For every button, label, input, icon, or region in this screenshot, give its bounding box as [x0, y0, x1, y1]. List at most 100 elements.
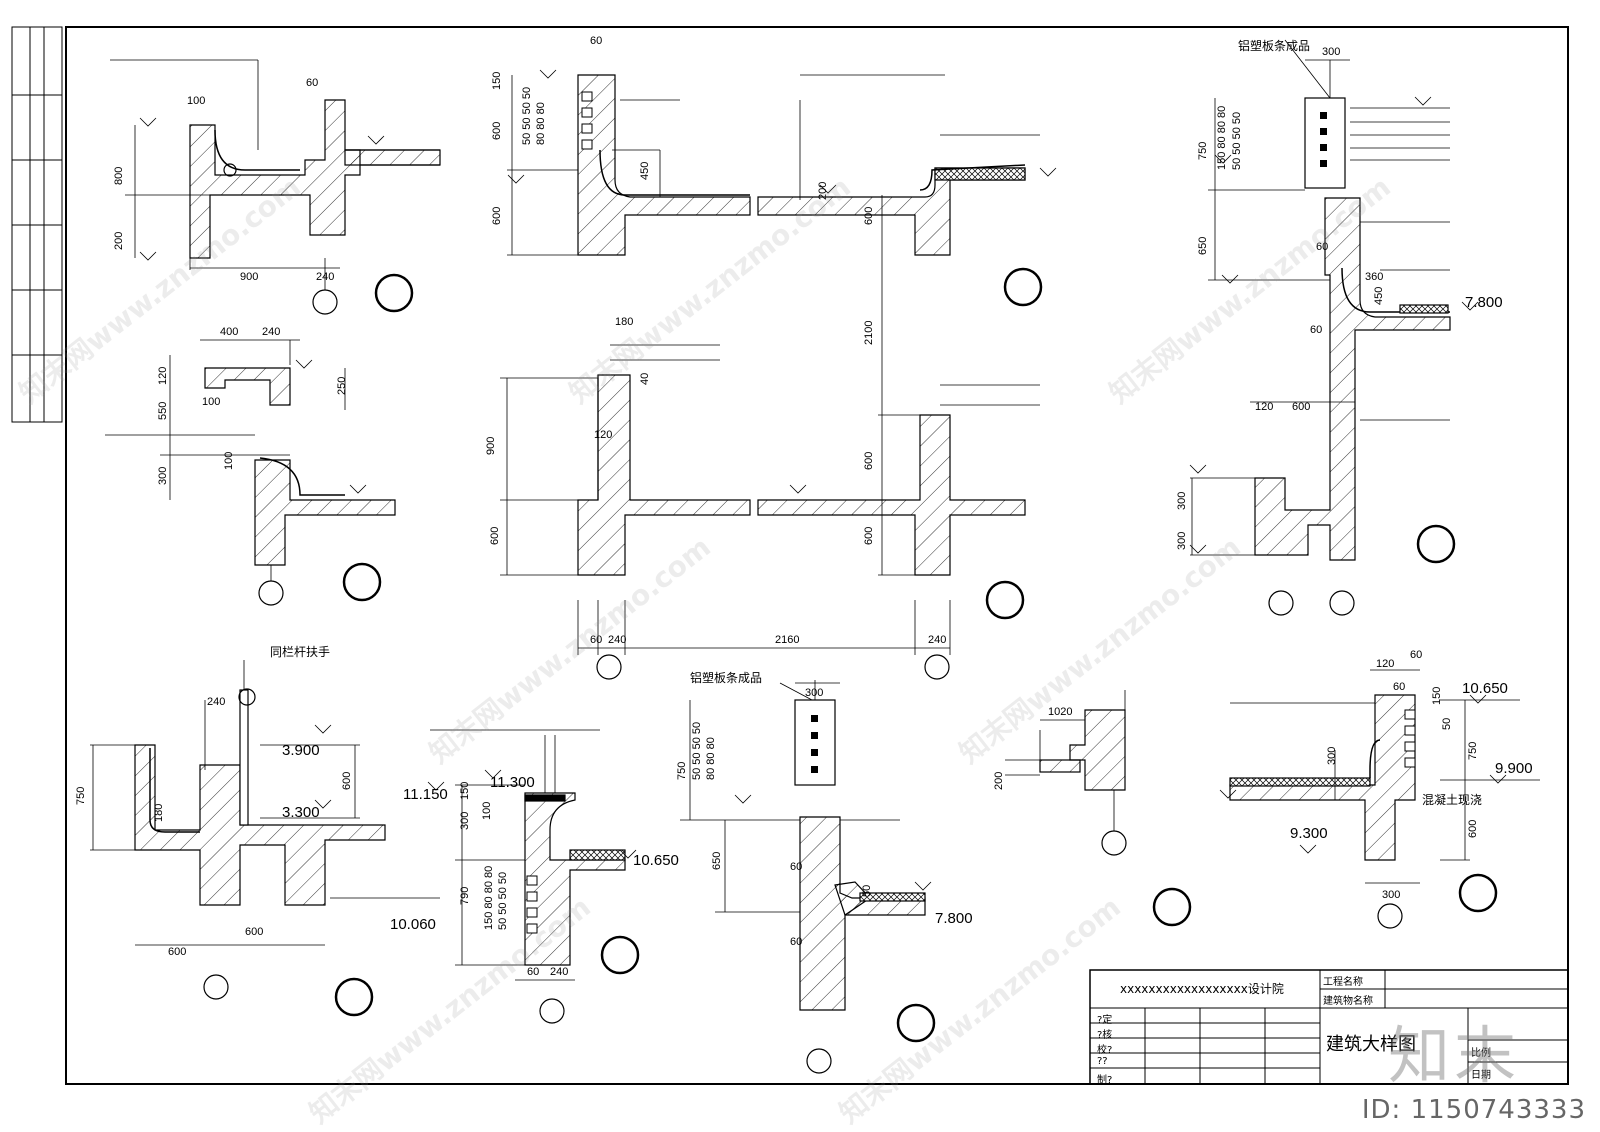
dim: 1020 — [1048, 706, 1072, 718]
dim: 60 — [1316, 241, 1328, 253]
dim: 300 — [1326, 747, 1338, 765]
dim: 650 — [711, 852, 723, 870]
dim: 600 — [491, 122, 503, 140]
dim: 200 — [993, 772, 1005, 790]
dim: 120 — [1255, 401, 1273, 413]
dim: 50 50 50 50 — [1231, 112, 1243, 170]
project-name-label: 工程名称 — [1323, 977, 1363, 988]
elevation-label: 10.650 — [1462, 680, 1508, 697]
dim: 60 — [1310, 324, 1322, 336]
dim: 600 — [168, 946, 186, 958]
dim: 750 — [676, 762, 688, 780]
dim: 450 — [639, 162, 651, 180]
dim: 650 — [1197, 237, 1209, 255]
detail-6 — [427, 729, 640, 1024]
detail-5-dims: 240 750 600 600 600 180 — [75, 696, 353, 958]
dim: 750 — [75, 787, 87, 805]
dim: 50 50 50 50 — [497, 872, 509, 930]
dim: 150 80 80 80 — [1216, 106, 1228, 170]
detail-6-dims: 150 100 300 790 150 80 80 80 50 50 50 50… — [459, 782, 568, 978]
dim: 60 — [1410, 649, 1422, 661]
detail-4-dims: 300 150 80 80 80 50 50 50 50 750 650 60 … — [1176, 46, 1385, 550]
dim: 600 — [491, 207, 503, 225]
dim: 750 — [1467, 742, 1479, 760]
detail-7 — [680, 680, 936, 1074]
concrete-note: 混凝土现浇 — [1422, 792, 1482, 807]
dim: 50 50 50 50 — [691, 722, 703, 780]
elevation-label: 11.150 — [403, 786, 448, 803]
approver-label: ?定 — [1097, 1015, 1113, 1026]
dim: 50 50 50 50 — [521, 87, 533, 145]
detail-1 — [110, 59, 441, 315]
dim: 300 — [1176, 492, 1188, 510]
dim: 900 — [485, 437, 497, 455]
dim: 2100 — [863, 321, 875, 345]
elevation-label: 10.060 — [390, 916, 436, 933]
detail-2-dims: 400 240 120 550 250 100 300 100 — [157, 326, 348, 485]
sheet-border — [65, 26, 1569, 1085]
drawing-title: 建筑大样图 — [1326, 1034, 1416, 1055]
detail-2 — [105, 339, 396, 606]
dim: 600 — [341, 772, 353, 790]
elevation-label: 7.800 — [1465, 294, 1503, 311]
dim: 80 80 80 — [535, 102, 547, 145]
dim: 150 80 80 80 — [483, 866, 495, 930]
elevation-label: 9.900 — [1495, 760, 1533, 777]
dim: 240 — [608, 634, 626, 646]
dim: 240 — [928, 634, 946, 646]
dim: 450 — [1373, 287, 1385, 305]
dim: 150 — [491, 72, 503, 90]
elevation-label: 3.900 — [282, 742, 320, 759]
dim: 800 — [113, 167, 125, 185]
dim: 360 — [1365, 271, 1383, 283]
dim: 300 — [1176, 532, 1188, 550]
checker-label: ?核 — [1097, 1030, 1113, 1041]
dim: 200 — [817, 182, 829, 200]
dim: 250 — [336, 377, 348, 395]
dim: 100 — [187, 95, 205, 107]
dim: 150 — [459, 782, 471, 800]
drafter-label: 制? — [1097, 1075, 1113, 1086]
dim: 600 — [863, 452, 875, 470]
dim: 600 — [863, 207, 875, 225]
elevation-label: 10.650 — [633, 852, 679, 869]
dim: 900 — [240, 271, 258, 283]
dim: 60 — [590, 634, 602, 646]
designer-label: ?? — [1097, 1056, 1108, 1067]
elevation-label: 11.300 — [490, 774, 535, 791]
dim: 400 — [220, 326, 238, 338]
dim: 60 — [790, 936, 802, 948]
dim: 300 — [157, 467, 169, 485]
dim: 600 — [245, 926, 263, 938]
elevation-label: 7.800 — [935, 910, 973, 927]
dim: 40 — [639, 373, 651, 385]
dim: 100 — [202, 396, 220, 408]
dim: 60 — [527, 966, 539, 978]
detail-9 — [1219, 669, 1540, 929]
dim: 50 — [1441, 718, 1453, 730]
dim: 600 — [863, 527, 875, 545]
detail-8-dims: 1020 200 — [993, 706, 1072, 790]
dim: 240 — [262, 326, 280, 338]
date-label: 日期 — [1471, 1070, 1491, 1081]
dim: 550 — [157, 402, 169, 420]
reviewer-label: 校? — [1097, 1045, 1113, 1056]
dim: 120 — [1376, 658, 1394, 670]
dim: 60 — [790, 861, 802, 873]
dim: 300 — [1382, 889, 1400, 901]
dim: 50 — [861, 885, 873, 897]
dim: 2160 — [775, 634, 799, 646]
dim: 790 — [459, 887, 471, 905]
building-name-label: 建筑物名称 — [1323, 996, 1373, 1007]
id-tag: ID: 1150743333 — [1361, 1095, 1586, 1125]
elevation-label: 9.300 — [1290, 825, 1328, 842]
dim: 100 — [481, 802, 493, 820]
dim: 80 80 80 — [705, 737, 717, 780]
institute-name: xxxxxxxxxxxxxxxxxx设计院 — [1120, 982, 1284, 996]
detail-5 — [90, 660, 440, 1017]
title-block-grid — [1089, 969, 1569, 1085]
dim: 750 — [1197, 142, 1209, 160]
alu-panel-label-2: 铝塑板条成品 — [690, 670, 762, 685]
left-margin-table — [11, 26, 63, 423]
